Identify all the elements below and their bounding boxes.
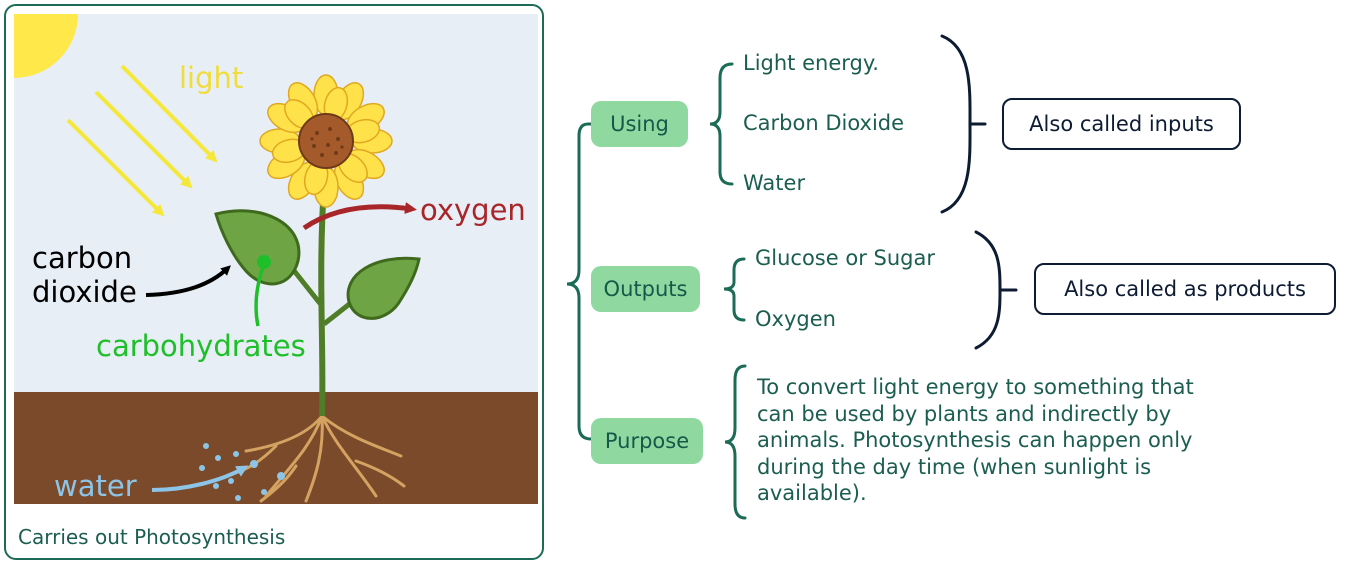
root-brace	[566, 122, 593, 441]
water-label: water	[54, 469, 137, 503]
carbon-dioxide-label-line2: dioxide	[32, 275, 137, 309]
sunflower	[259, 74, 393, 208]
using-item-carbon-dioxide: Carbon Dioxide	[743, 111, 905, 135]
carbohydrates-dot	[257, 255, 271, 269]
roots	[229, 414, 406, 503]
sun-icon	[14, 14, 78, 78]
using-item-light-energy: Light energy.	[743, 51, 879, 75]
light-label: light	[179, 61, 243, 95]
products-bracket	[974, 230, 1002, 350]
photosynthesis-card: light	[4, 4, 544, 560]
outputs-item-oxygen: Oxygen	[755, 307, 836, 331]
image-caption: Carries out Photosynthesis	[18, 525, 286, 549]
carbohydrates-label: carbohydrates	[96, 329, 306, 363]
light-rays	[66, 64, 218, 217]
inputs-note: Also called inputs	[1002, 98, 1241, 150]
products-note: Also called as products	[1034, 263, 1336, 315]
water-droplets	[199, 443, 285, 501]
purpose-description: To convert light energy to something tha…	[757, 375, 1194, 505]
plant-illustration: light	[14, 14, 538, 504]
inputs-bracket	[940, 34, 972, 214]
using-node[interactable]: Using	[591, 101, 688, 147]
water-arrow	[151, 465, 249, 492]
oxygen-arrow	[302, 202, 417, 231]
purpose-node[interactable]: Purpose	[591, 418, 703, 464]
carbohydrates-line	[254, 263, 266, 327]
oxygen-label: oxygen	[420, 193, 526, 227]
using-item-water: Water	[743, 171, 806, 195]
outputs-brace	[723, 257, 746, 322]
leaf-right	[346, 256, 421, 320]
purpose-brace	[724, 364, 747, 520]
using-brace	[709, 62, 734, 186]
carbon-dioxide-label-line1: carbon	[32, 241, 132, 275]
outputs-item-glucose: Glucose or Sugar	[755, 246, 935, 270]
outputs-node[interactable]: Outputs	[591, 266, 700, 312]
sky-background	[14, 14, 538, 392]
leaf-left	[214, 209, 301, 286]
carbon-dioxide-arrow	[145, 265, 231, 297]
